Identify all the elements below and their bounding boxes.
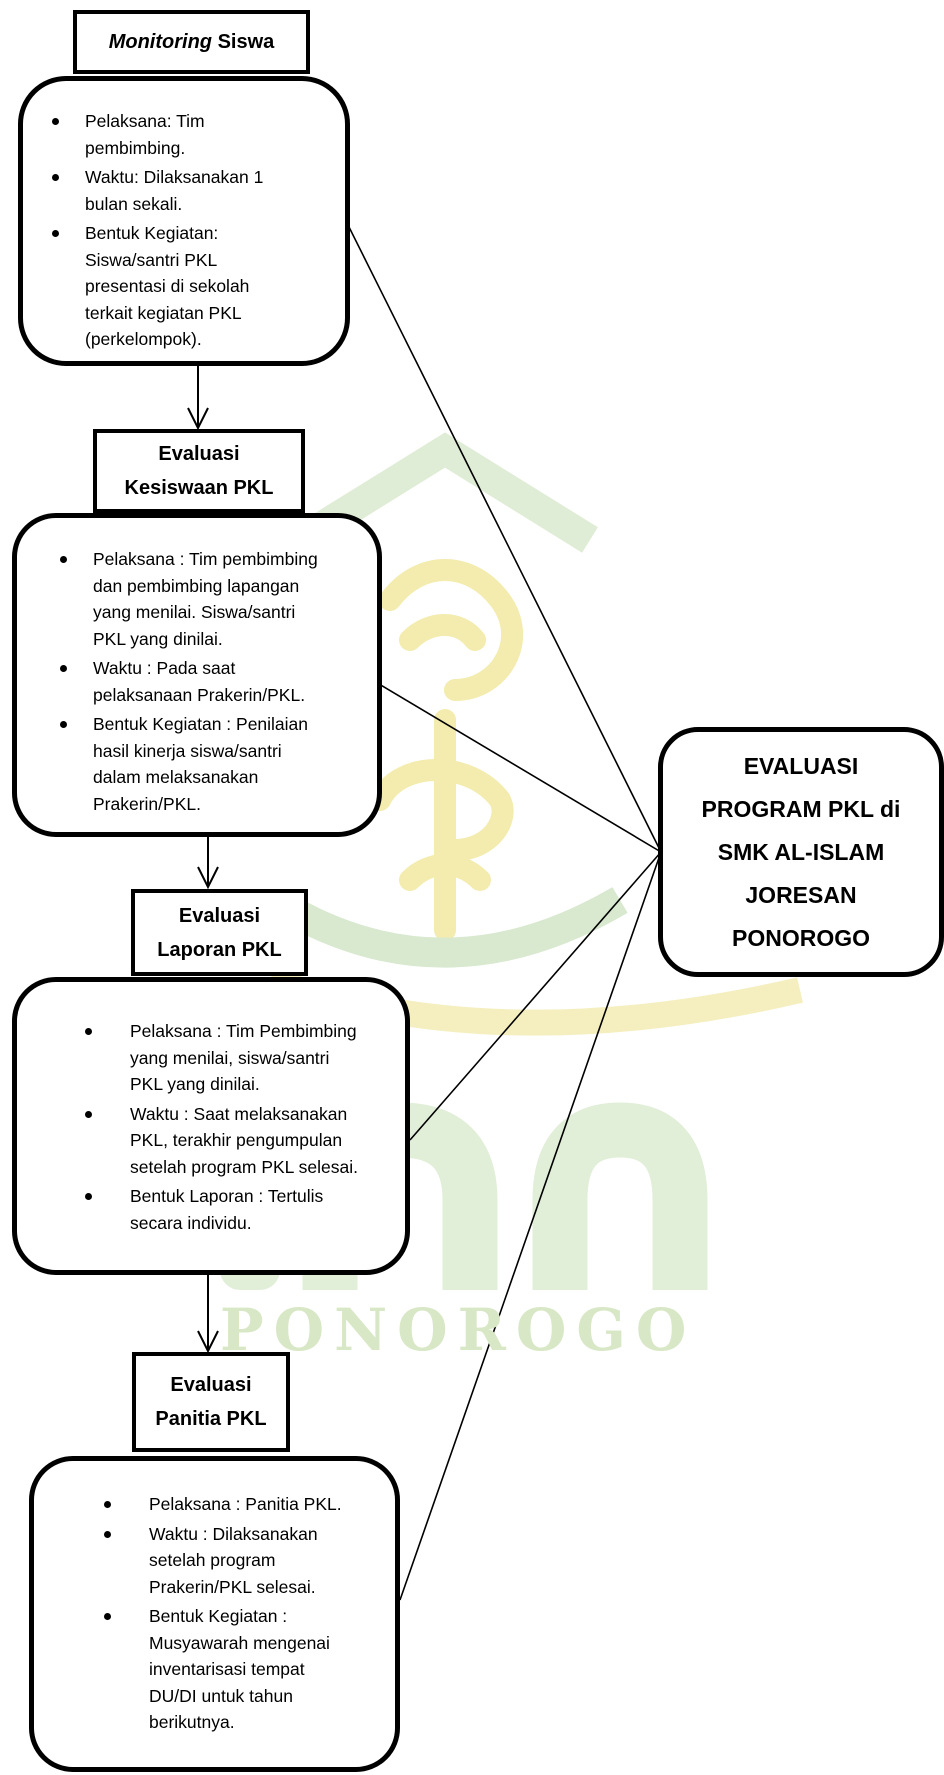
bullet-line: Bentuk Kegiatan: [85,223,219,243]
panitia-detail-box: Pelaksana : Panitia PKL. Waktu : Dilaksan… [29,1456,400,1772]
panitia-detail-list: Pelaksana : Panitia PKL. Waktu : Dilaksan… [104,1491,389,1736]
bullet-item: Bentuk Kegiatan : Penilaian hasil kinerja… [60,711,367,817]
bullet-line: Waktu: Dilaksanakan 1 [85,167,264,187]
bullet-line: dalam melaksanakan [93,767,259,787]
monitoring-title-rest: Siswa [217,31,275,53]
link-monitoring-to-goal [346,222,662,853]
monitoring-title-italic: Monitoring [108,31,213,53]
bullet-line: hasil kinerja siswa/santri [93,740,282,761]
link-kesiswaan-to-goal [378,683,662,853]
goal-line-3: SMK AL-ISLAM [717,838,885,865]
bullet-item: Pelaksana : Panitia PKL. [104,1491,389,1518]
bullet-line: Pelaksana: Tim [85,111,205,131]
arrowhead-kesiswaan [187,407,209,431]
bullet-line: PKL yang dinilai. [93,628,223,649]
bullet-line: terkait kegiatan PKL [85,302,242,323]
bullet-line: Pelaksana : Tim pembimbing [93,549,318,569]
bullet-line: berikutnya. [149,1712,235,1732]
bullet-line: secara individu. [130,1212,252,1233]
bullet-line: Pelaksana : Tim Pembimbing [130,1021,357,1041]
goal-line-2: PROGRAM PKL di [701,795,901,822]
bullet-line: bulan sekali. [85,193,183,214]
bullet-line: Waktu : Pada saat [93,658,236,678]
bullet-line: Waktu : Saat melaksanakan [130,1103,348,1124]
bullet-line: Siswa/santri PKL [85,249,218,270]
monitoring-title-box: Monitoring Siswa [73,10,310,74]
laporan-title-line-1: Evaluasi [178,904,261,927]
bullet-line: presentasi di sekolah [85,276,250,296]
goal-line-4: JORESAN [745,881,857,908]
bullet-item: Pelaksana : Tim pembimbing dan pembimbing… [60,546,367,652]
kesiswaan-detail-list: Pelaksana : Tim pembimbing dan pembimbing… [60,546,367,817]
bullet-line: Pelaksana : Panitia PKL. [149,1494,342,1514]
laporan-title-line-2: Laporan PKL [157,938,282,961]
bullet-line: PKL yang dinilai. [130,1074,260,1094]
connectors [187,222,662,1601]
kesiswaan-title-box: Evaluasi Kesiswaan PKL [93,429,305,513]
bullet-item: Bentuk Laporan : Tertulis secara individu… [85,1183,397,1236]
kesiswaan-title-line-1: Evaluasi [158,443,240,465]
panitia-title-box: Evaluasi Panitia PKL [132,1352,290,1452]
arrowhead-panitia [197,1330,219,1354]
bullet-item: Pelaksana : Tim Pembimbing yang menilai, … [85,1018,397,1098]
bullet-line: yang menilai, siswa/santri [130,1047,330,1068]
panitia-title-line-2: Panitia PKL [155,1408,267,1430]
bullet-line: (perkelompok). [85,329,202,349]
bullet-line: dan pembimbing lapangan [93,575,300,596]
watermark-text: PONOROGO [220,1296,697,1364]
monitoring-title: Monitoring Siswa [109,25,275,59]
panitia-title-line-1: Evaluasi [170,1374,252,1396]
bullet-line: Bentuk Kegiatan : [149,1606,288,1626]
program-evaluation-box: EVALUASI PROGRAM PKL di SMK AL-ISLAM JOR… [658,727,944,977]
bullet-line: Musyawarah mengenai [149,1632,330,1653]
bullet-line: pelaksanaan Prakerin/PKL. [93,684,306,705]
bullet-line: pembimbing. [85,137,186,158]
bullet-line: DU/DI untuk tahun [149,1685,293,1706]
bullet-line: setelah program [149,1550,276,1570]
bullet-line: PKL, terakhir pengumpulan [130,1130,343,1150]
bullet-item: Pelaksana: Tim pembimbing. [52,108,335,161]
kesiswaan-detail-box: Pelaksana : Tim pembimbing dan pembimbing… [12,513,382,837]
bullet-line: Prakerin/PKL. [93,793,201,814]
laporan-detail-box: Pelaksana : Tim Pembimbing yang menilai, … [12,977,410,1275]
goal-line-5: PONOROGO [731,924,870,951]
bullet-line: setelah program PKL selesai. [130,1156,358,1177]
laporan-title-box: Evaluasi Laporan PKL [131,889,308,976]
bullet-line: inventarisasi tempat [149,1659,305,1679]
bullet-line: Bentuk Laporan : Tertulis [130,1186,324,1206]
link-panitia-to-goal [399,851,662,1601]
bullet-item: Waktu: Dilaksanakan 1 bulan sekali. [52,164,335,217]
bullet-item: Bentuk Kegiatan: Siswa/santri PKL presenta… [52,220,335,353]
monitoring-detail-list: Pelaksana: Tim pembimbing. Waktu: Dilaksan… [52,108,335,353]
bullet-item: Bentuk Kegiatan : Musyawarah mengenai inve… [104,1603,389,1736]
bullet-item: Waktu : Pada saat pelaksanaan Prakerin/PK… [60,655,367,708]
kesiswaan-title-line-2: Kesiswaan PKL [124,477,274,499]
link-laporan-to-goal [409,851,662,1141]
goal-line-1: EVALUASI [743,752,859,779]
bullet-line: Bentuk Kegiatan : Penilaian [93,714,309,734]
laporan-detail-list: Pelaksana : Tim Pembimbing yang menilai, … [85,1018,397,1236]
arrowhead-laporan [197,866,219,890]
bullet-line: Prakerin/PKL selesai. [149,1576,316,1597]
bullet-line: yang menilai. Siswa/santri [93,602,296,622]
bullet-line: Waktu : Dilaksanakan [149,1523,318,1544]
monitoring-detail-box: Pelaksana: Tim pembimbing. Waktu: Dilaksan… [18,76,350,366]
